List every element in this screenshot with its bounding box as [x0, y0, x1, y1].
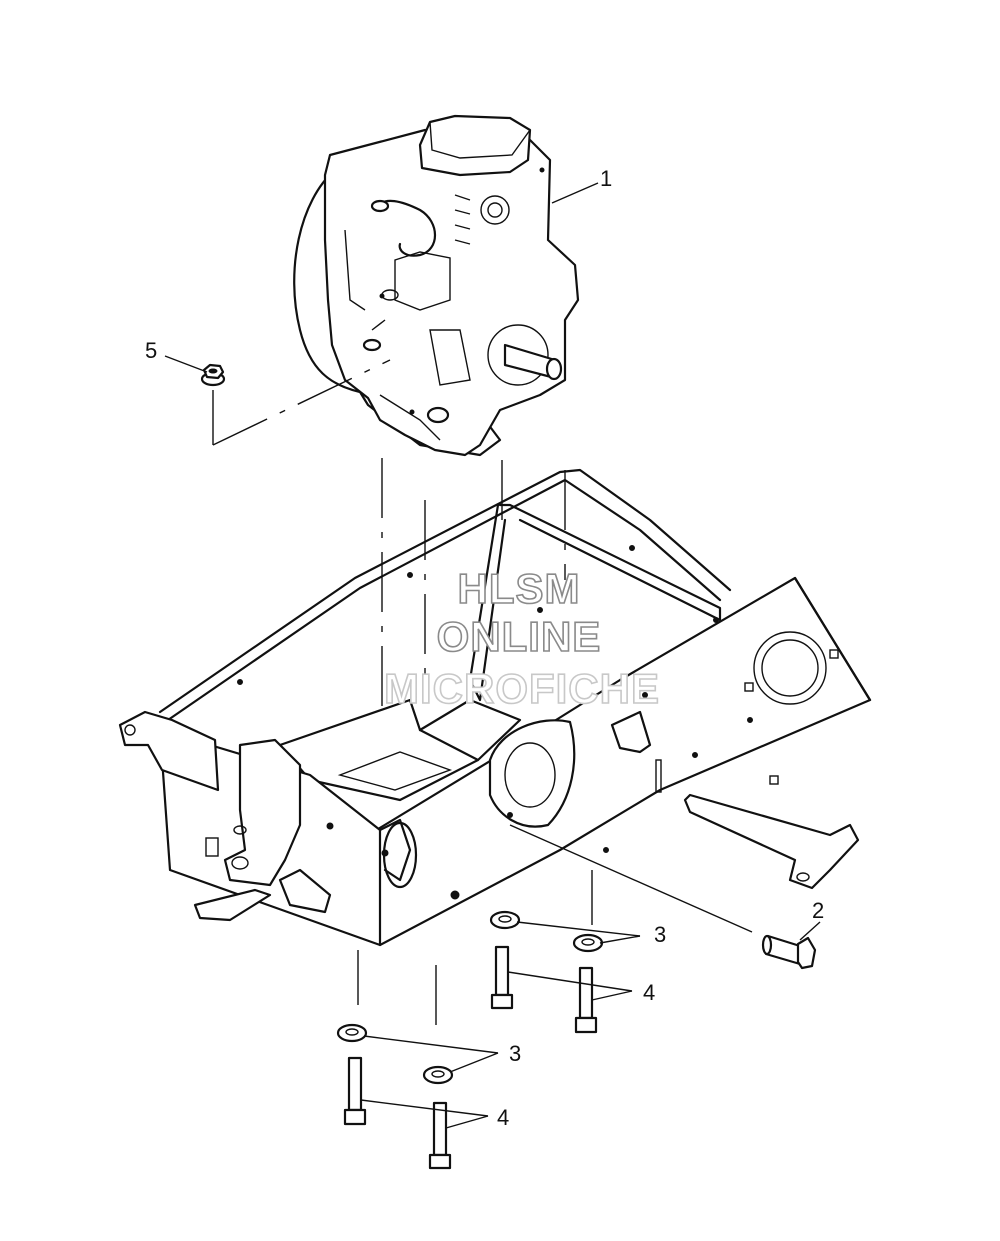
callout-4-lower: 4: [497, 1105, 509, 1130]
washers: [336, 910, 604, 1085]
vertical-bolts: [343, 945, 598, 1170]
flange-nut: [200, 363, 226, 387]
callout-1: 1: [600, 166, 612, 191]
callout-5: 5: [145, 338, 157, 363]
watermark-line-1: HLSM: [458, 565, 581, 612]
watermark-line-2: ONLINE: [437, 613, 602, 660]
watermark-line-3: MICROFICHE: [384, 665, 660, 712]
callout-2: 2: [812, 898, 824, 923]
callout-3-upper: 3: [654, 922, 666, 947]
alignment-lines: [212, 359, 753, 1035]
callout-4-upper: 4: [643, 980, 655, 1005]
callout-3-lower: 3: [509, 1041, 521, 1066]
watermark: HLSM ONLINE MICROFICHE: [383, 564, 660, 713]
hex-bolt: [761, 934, 817, 970]
frame: [118, 468, 872, 947]
engine: [293, 114, 580, 457]
leader-lines: [164, 182, 821, 1129]
